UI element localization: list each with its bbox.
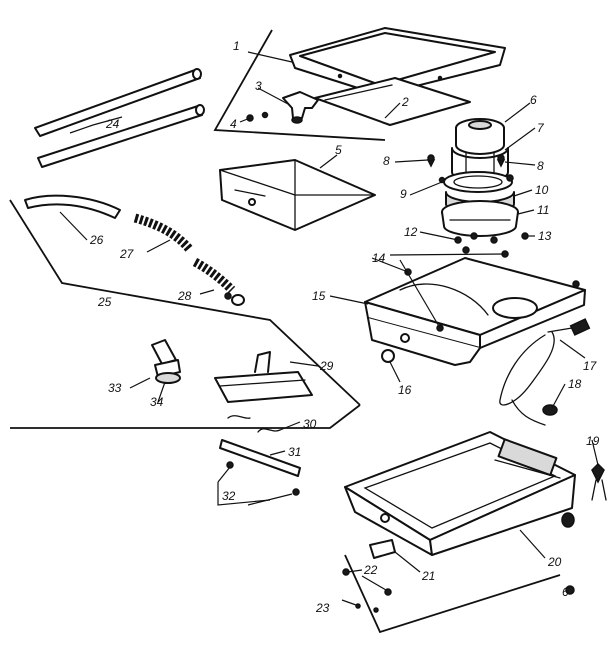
callout-23: 23 [315,601,330,615]
callout-9: 9 [400,187,407,201]
part-34-adapter [154,359,181,384]
part-30-tool-clips [227,415,281,433]
callout-4: 4 [230,117,237,131]
part-31-squeegee [219,439,301,477]
part-2-filter-pad [314,77,471,126]
part-11-impeller [441,200,519,237]
part-29-floor-tool [214,351,313,403]
callout-6b: 6 [562,585,569,599]
callout-16: 16 [398,383,412,397]
leader-lines [59,87,599,606]
part-19-clip [591,462,607,501]
part-6-motor-cap [455,118,505,155]
part-21-caster [369,539,396,559]
callout-8b: 8 [537,159,544,173]
part-16-plug-cap [381,349,395,363]
part-22-caster-screws [342,568,392,596]
callout-6: 6 [530,93,537,107]
part-3-knob [282,91,319,124]
callout-17: 17 [583,359,598,373]
part-28-hose-end [192,258,245,306]
callout-labels: 1 2 3 4 5 6 7 8 8 9 10 11 12 13 14 15 16… [89,39,600,615]
part-13-screw [521,232,529,240]
group-bracket-tools [10,404,361,429]
callout-13: 13 [538,229,552,243]
callout-21: 21 [421,569,435,583]
group-bracket-lid [213,29,386,141]
callout-25: 25 [97,295,112,309]
part-20-base-tank [344,431,576,556]
callout-2: 2 [401,95,409,109]
part-12-mount-screws [454,232,498,254]
callout-15: 15 [312,289,326,303]
callout-31: 31 [288,445,301,459]
group-bracket-base [344,554,561,634]
callout-20: 20 [547,555,562,569]
part-6b-washer [565,585,575,595]
part-17-power-cord [499,318,591,426]
callout-12: 12 [404,225,418,239]
callout-33: 33 [108,381,122,395]
callout-29: 29 [319,359,334,373]
part-18-strain-relief [542,404,558,416]
callout-11: 11 [537,203,549,217]
part-27-hose-flex [133,213,194,253]
group-bracket-hose [9,199,361,406]
part-1-lid-cover [289,27,506,96]
part-8-motor-screws [426,154,514,184]
callout-5: 5 [335,143,342,157]
callout-22: 22 [363,563,378,577]
callout-24: 24 [105,117,120,131]
callout-14: 14 [372,251,386,265]
part-4-screws [246,111,269,122]
callout-1: 1 [233,39,240,53]
callout-28: 28 [177,289,192,303]
callout-18: 18 [568,377,582,391]
callout-34: 34 [150,395,164,409]
callout-19: 19 [586,434,600,448]
part-32-squeegee-screws [226,461,300,496]
part-24-extension-wands [34,68,205,168]
callout-7: 7 [537,121,545,135]
part-5-tray [219,159,376,231]
part-9-gasket [443,171,513,193]
callout-30: 30 [303,417,317,431]
part-26-hose-curved [24,194,121,219]
callout-3: 3 [255,79,262,93]
part-23-screws [355,603,379,613]
callout-32: 32 [222,489,236,503]
callout-26: 26 [89,233,104,247]
callout-27: 27 [119,247,135,261]
callout-8a: 8 [383,154,390,168]
callout-10: 10 [535,183,549,197]
part-15-upper-housing [364,257,586,366]
